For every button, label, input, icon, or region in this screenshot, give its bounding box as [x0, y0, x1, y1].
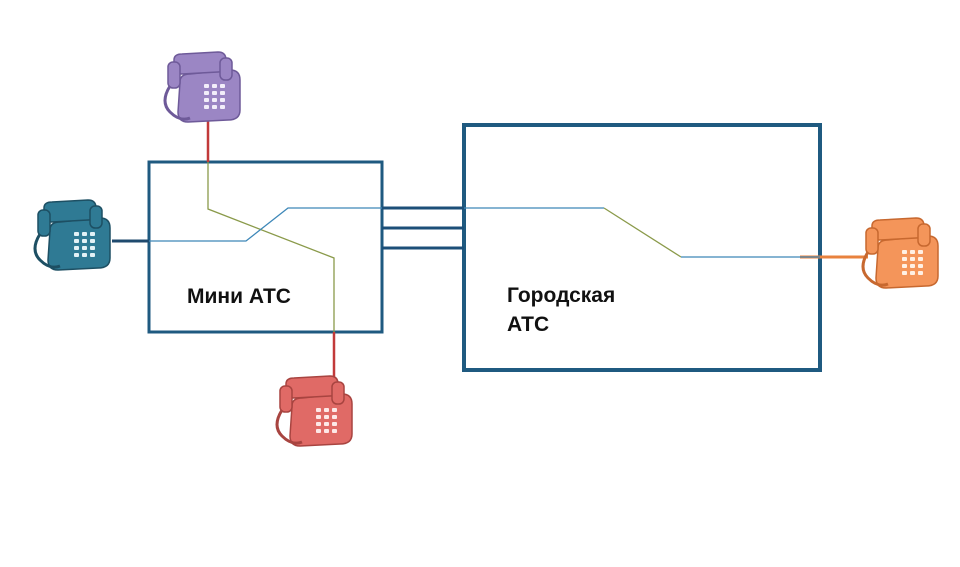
- mini-pbx-connection-left-trunk: [149, 207, 382, 242]
- mini-pbx-connection-top-bottom: [207, 162, 335, 332]
- city-exchange-label-line2: АТС: [507, 313, 549, 336]
- city-exchange-label-line1: Городская: [507, 284, 615, 307]
- phone-left-icon: [33, 198, 112, 272]
- phone-bottom-icon: [275, 374, 354, 448]
- mini-pbx-label: Мини АТС: [187, 285, 291, 308]
- phone-right-icon: [861, 216, 940, 290]
- phone-top-icon: [163, 50, 242, 124]
- city-connection-switch: [603, 207, 682, 258]
